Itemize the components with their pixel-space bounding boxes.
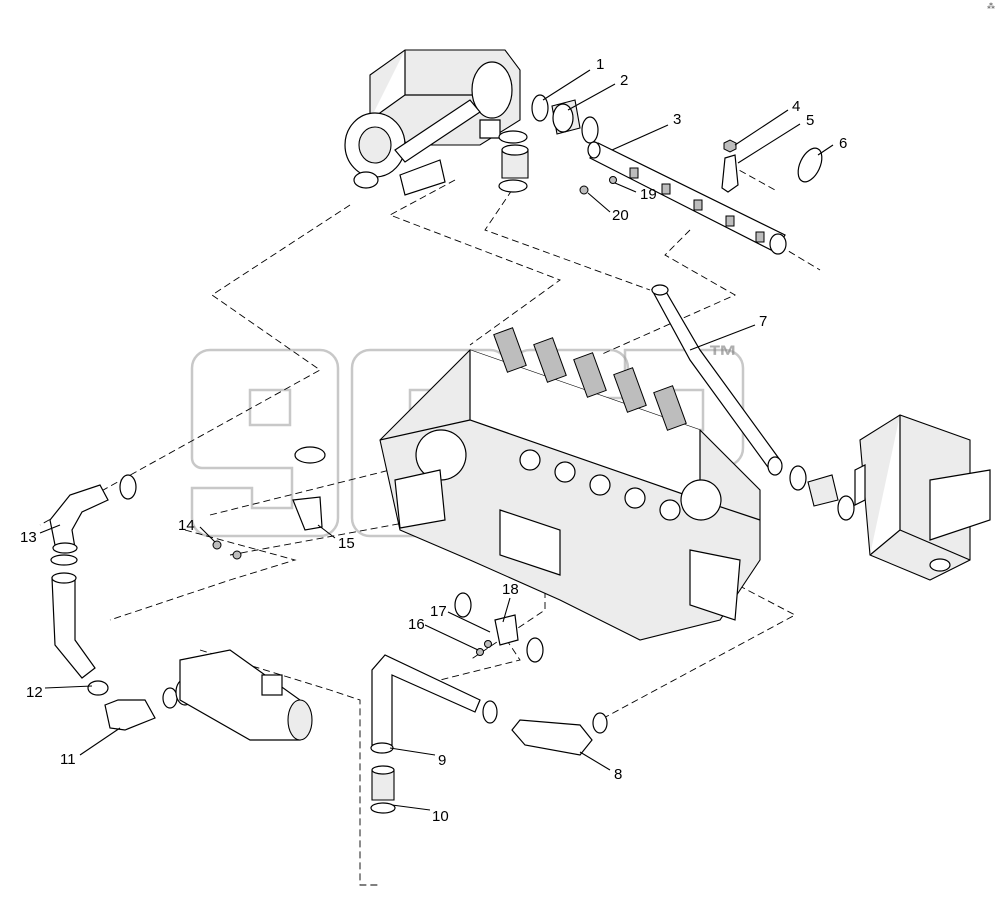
callout-18: 18 [502,581,519,598]
clamp-part-1 [531,94,549,122]
bracket-part-18 [494,614,519,646]
callout-8: 8 [614,766,622,783]
clamp-near-bracket-18 [526,637,544,663]
callout-11: 11 [60,751,76,768]
callout-13: 13 [20,529,37,546]
callout-16: 16 [408,616,425,633]
elbow-hose-part-13 [49,484,109,554]
callout-3: 3 [673,111,681,128]
callout-labels: 1 2 3 4 5 6 7 8 9 10 11 12 13 14 15 16 1… [20,56,847,825]
vertical-sleeve-stack [498,130,529,193]
hose-part-8 [511,712,608,756]
corner-mark: ⁂ [987,2,995,11]
callout-7: 7 [759,313,767,330]
callout-10: 10 [432,808,449,825]
callout-20: 20 [612,207,629,224]
nut-part-19 [609,176,617,184]
pipe-part-9 [370,654,498,754]
callout-2: 2 [620,72,628,89]
nut-part-20 [579,185,589,195]
manifold-tube-part-3 [587,141,787,255]
hose-part-12 [50,554,109,696]
callout-4: 4 [792,98,800,115]
clamp-part-17 [454,592,472,618]
clamp-part-6 [797,147,823,183]
clamp-part-top-left [119,474,137,500]
sleeve-part-2 [551,99,599,144]
callout-1: 1 [596,56,604,73]
callout-6: 6 [839,135,847,152]
bolt-part-16 [476,640,492,656]
pipe-part-7 [650,284,783,476]
clamp-part-mid-left [294,446,326,464]
callout-leader-lines [39,69,834,811]
air-cleaner-assembly [344,49,521,196]
engine-block [379,327,761,641]
callout-17: 17 [430,603,447,620]
callout-5: 5 [806,112,814,129]
clamp-and-sleeve-near-intercooler [789,465,855,521]
callout-19: 19 [640,186,657,203]
callout-9: 9 [438,752,446,769]
intercooler-assembly [854,414,991,581]
pipe-cooler-lower-left [179,649,313,741]
callout-15: 15 [338,535,355,552]
callout-12: 12 [26,684,43,701]
bolt-part-14 [212,540,242,560]
callout-14: 14 [178,517,195,534]
bracket-part-15 [292,496,323,531]
assembly-guide-lines [39,164,821,886]
sleeve-part-10 [370,765,396,814]
nut-part-4 [723,139,737,153]
bracket-part-5 [721,154,739,193]
